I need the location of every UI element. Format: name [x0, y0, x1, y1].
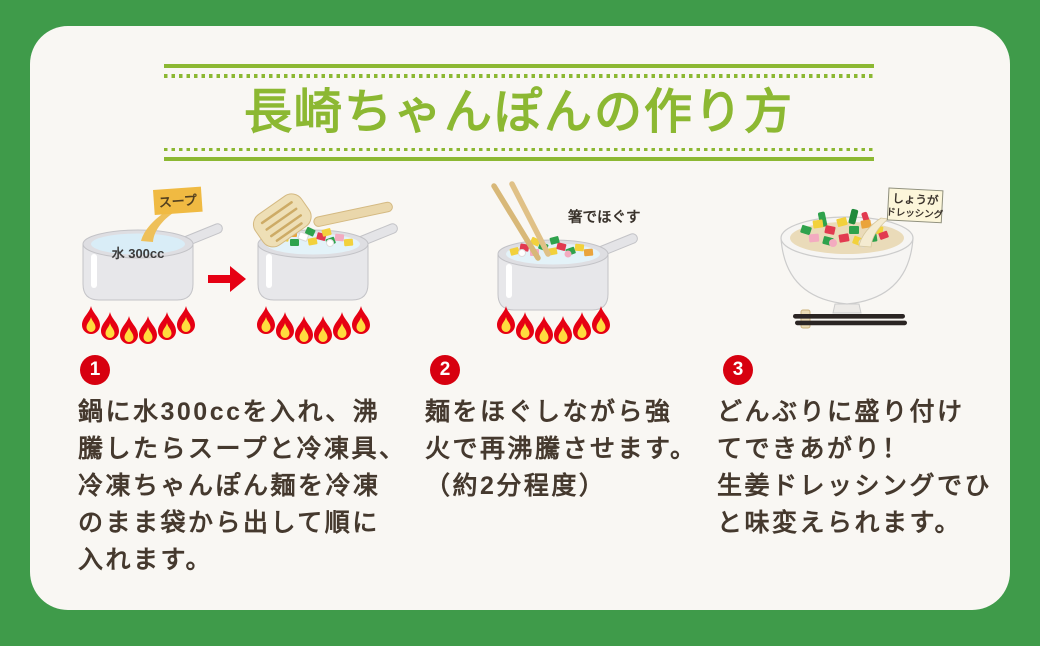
title-dotted-rule-top [164, 74, 874, 78]
step-2-description: 麺をほぐしながら強 火で再沸騰させます。 （約2分程度） [425, 398, 698, 500]
step-3-illustration: しょうが ドレッシング [780, 187, 944, 329]
soup-packet-label: スープ [158, 192, 198, 210]
pot-ingredients-icon [497, 233, 638, 311]
step-3-number: 3 [723, 355, 753, 385]
step-3-description: どんぶりに盛り付け てできあがり！ 生姜ドレッシングでひ と味変えられます。 [717, 398, 993, 537]
pot-water-icon: 水 300cc [82, 221, 225, 301]
flames-icon [257, 306, 370, 344]
step-2-illustration: 箸でほぐす [491, 181, 641, 344]
spatula-icon [252, 193, 393, 248]
title-dotted-rule-bottom [164, 147, 874, 151]
table-chopsticks-icon [793, 309, 907, 329]
title-rule-top [164, 64, 874, 68]
dressing-label-line1: しょうが [892, 191, 939, 207]
title-block: 長崎ちゃんぽんの作り方 [164, 64, 874, 161]
step-1-description: 鍋に水300ccを入れ、沸 騰したらスープと冷凍具、 冷凍ちゃんぽん麺を冷凍 の… [78, 398, 407, 574]
noodle-bowl-icon [780, 208, 914, 314]
recipe-card: 長崎ちゃんぽんの作り方 [30, 26, 1010, 610]
chopsticks-caption: 箸でほぐす [568, 208, 641, 226]
water-amount-label: 水 300cc [112, 246, 165, 261]
soup-packet-icon: スープ [141, 186, 203, 242]
step-1-number: 1 [80, 355, 110, 385]
arrow-right-icon [208, 266, 246, 292]
step-1-illustration: 水 300cc スープ [82, 186, 400, 344]
page-title: 長崎ちゃんぽんの作り方 [243, 85, 794, 139]
cooking-chopsticks-icon [491, 181, 551, 261]
flames-icon [82, 306, 195, 344]
dressing-label-line2: ドレッシング [886, 206, 944, 221]
step-2-number: 2 [430, 355, 460, 385]
flames-icon [497, 306, 610, 344]
dressing-pour-icon: しょうが ドレッシング [858, 187, 944, 248]
title-rule-bottom [164, 157, 874, 161]
